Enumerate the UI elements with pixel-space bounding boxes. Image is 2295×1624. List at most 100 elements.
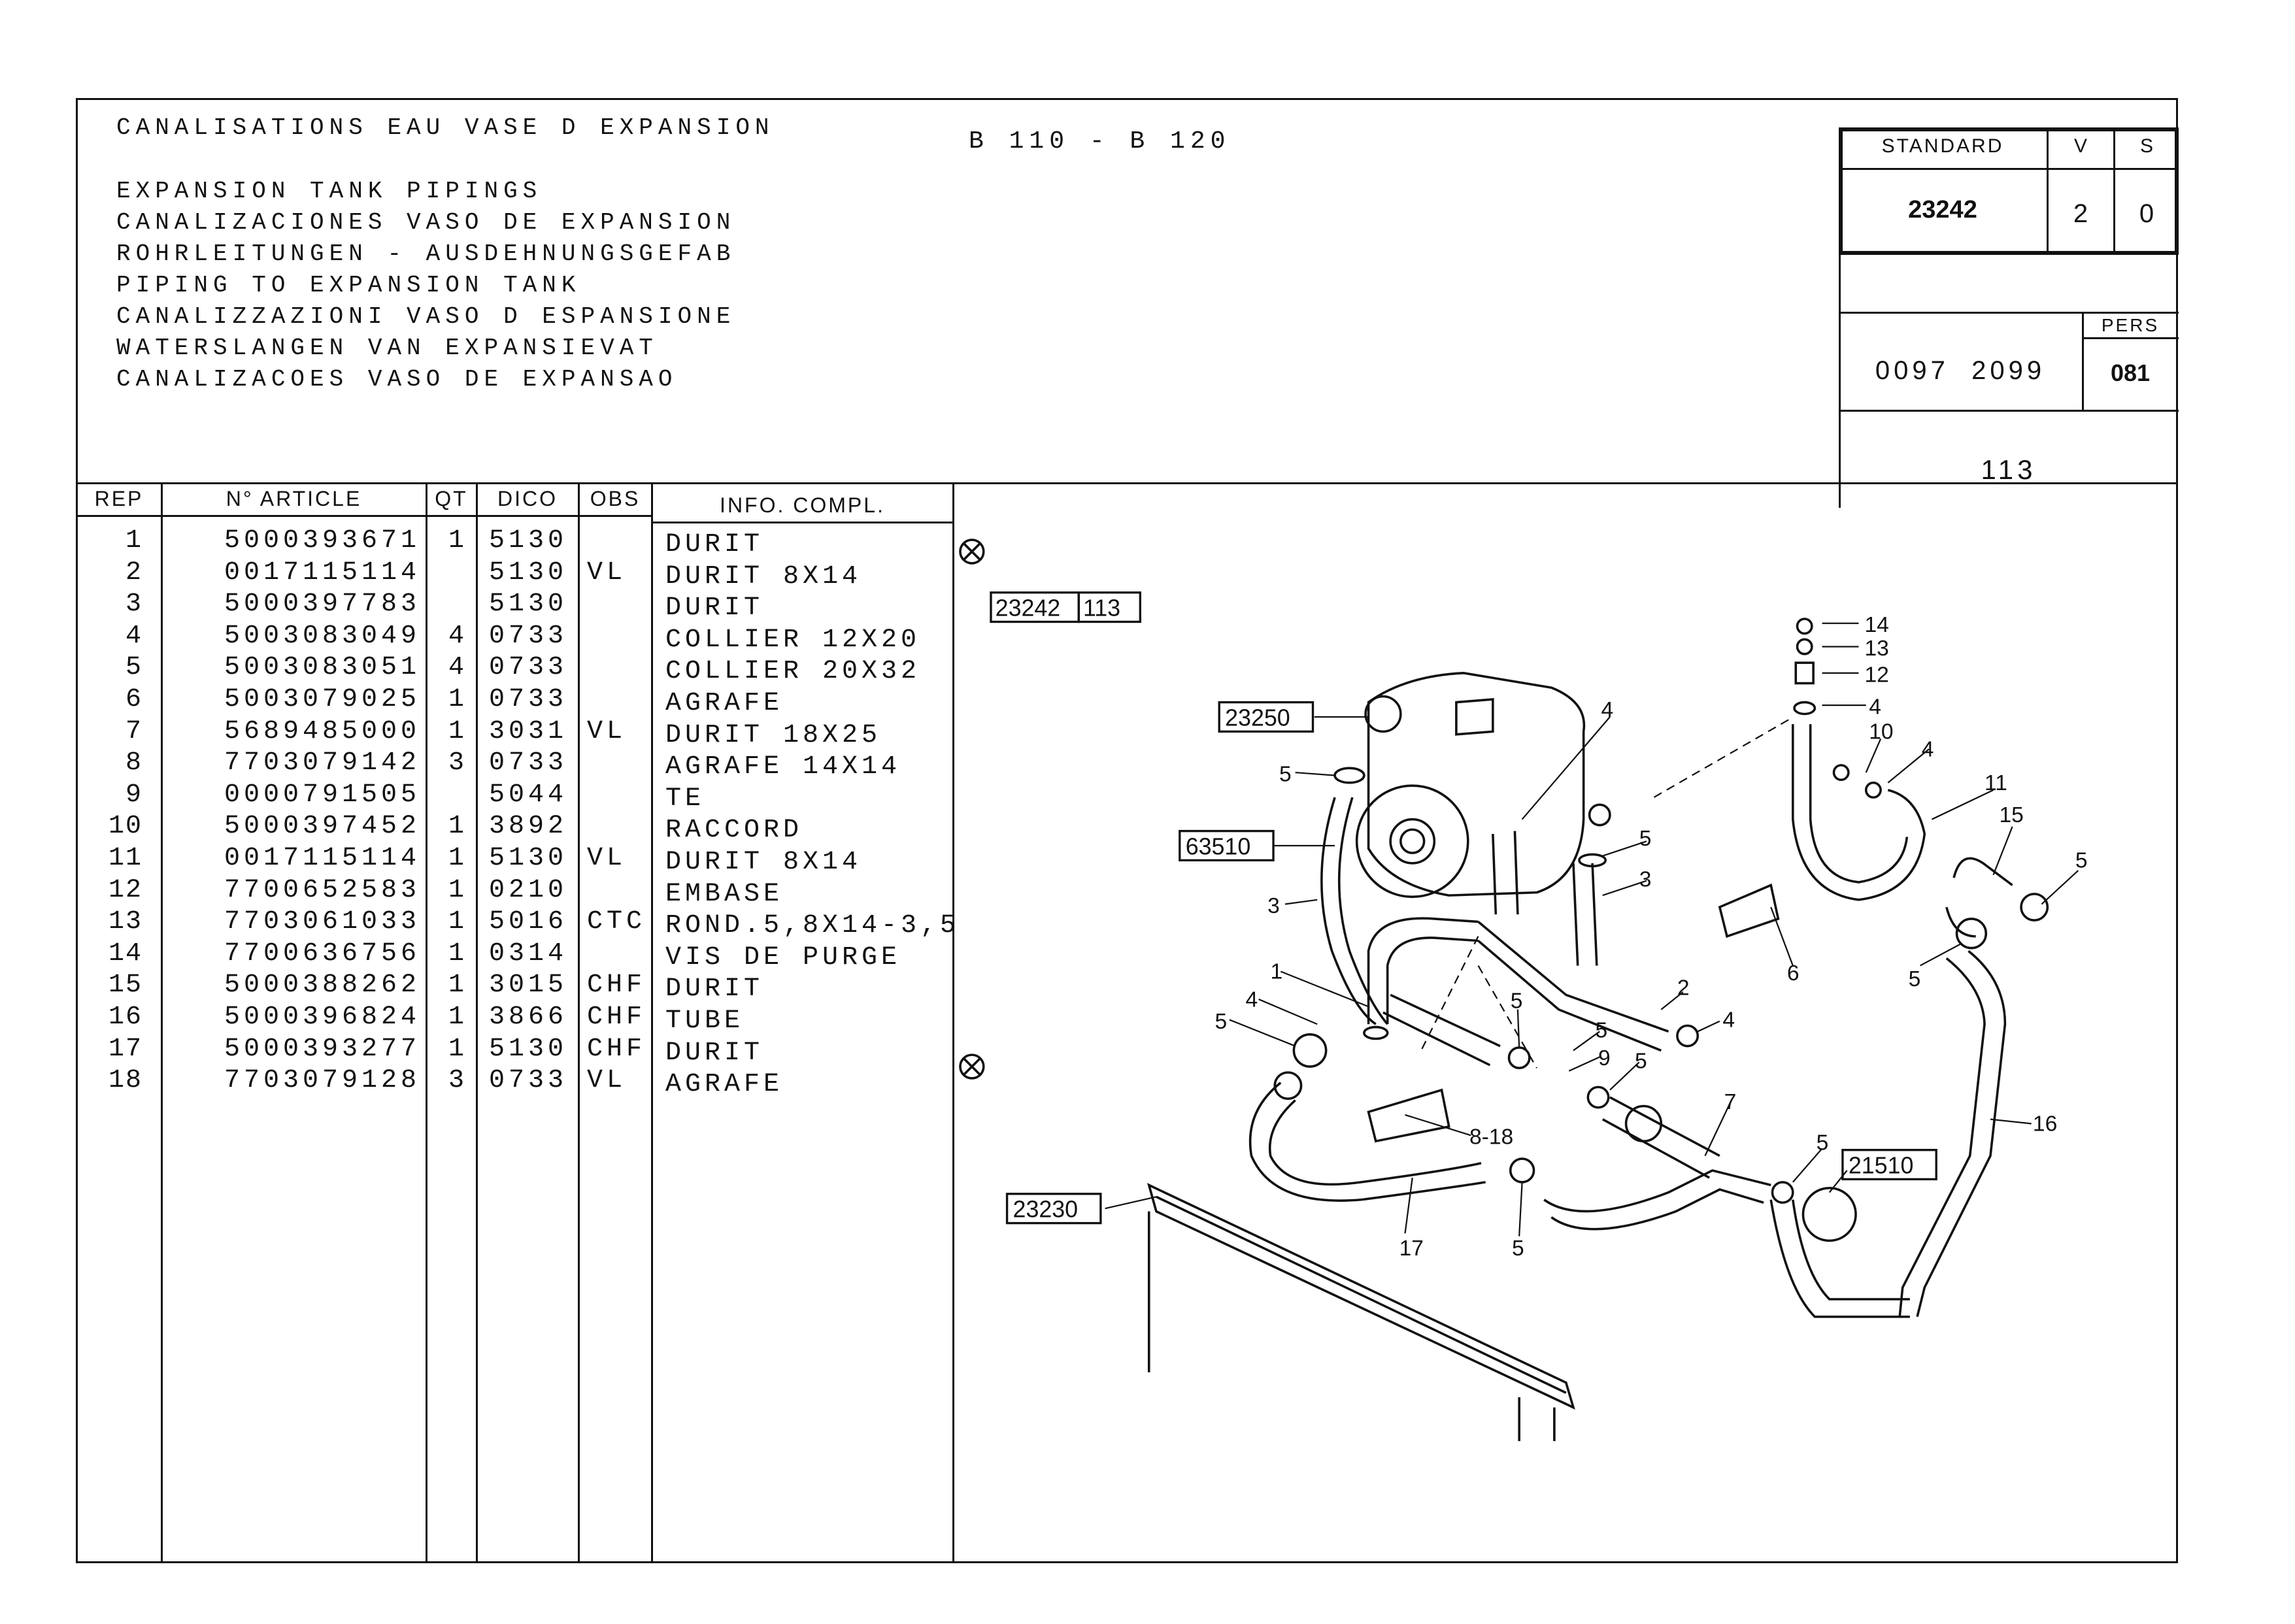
cell-qt: 1 <box>448 812 468 842</box>
title-en: EXPANSION TANK PIPINGS <box>116 178 543 205</box>
cell-info: DURIT <box>665 530 764 559</box>
callout-number: 1 <box>1271 960 1283 984</box>
pers-value: 081 <box>2110 359 2151 386</box>
callout-number: 5 <box>1909 967 1921 991</box>
callout-number: 12 <box>1864 663 1888 687</box>
cell-article: 0000791505 <box>224 780 420 810</box>
cell-rep: 14 <box>108 938 142 969</box>
reference-box <box>1005 1193 1102 1225</box>
cell-obs: VL <box>587 844 627 873</box>
cell-article: 5000397783 <box>224 589 420 620</box>
cell-article: 7703079142 <box>224 748 420 778</box>
callout-number: 16 <box>2033 1112 2057 1136</box>
title-es: CANALIZACIONES VASO DE EXPANSION <box>116 209 736 236</box>
cell-article: 7703079128 <box>224 1066 420 1096</box>
callout-number: 17 <box>1399 1236 1424 1261</box>
cell-qt: 4 <box>448 621 468 651</box>
cell-dico: 0733 <box>489 748 568 778</box>
cell-dico: 5130 <box>489 1034 568 1064</box>
cell-obs: CHF <box>587 970 646 1001</box>
cell-info: DURIT <box>665 974 764 1004</box>
callout-number: 7 <box>1724 1090 1737 1114</box>
cell-rep: 17 <box>108 1034 142 1064</box>
cell-qt: 1 <box>448 1003 468 1032</box>
cell-rep: 3 <box>125 589 142 620</box>
cell-rep: 2 <box>125 557 142 588</box>
cell-dico: 0210 <box>489 875 568 905</box>
cell-article: 5000393671 <box>224 526 420 555</box>
col-header-article: N° ARTICLE <box>226 487 362 510</box>
reference-box <box>1841 1148 1937 1181</box>
callout-number: 14 <box>1864 613 1888 637</box>
cell-info: VIS DE PURGE <box>665 942 901 972</box>
cell-article: 5000388262 <box>224 970 420 1001</box>
cell-article: 0017115114 <box>224 557 420 588</box>
col-header-info: INFO. COMPL. <box>720 493 885 517</box>
cell-article: 7700636756 <box>224 938 420 969</box>
col-header-rep: REP <box>94 487 144 510</box>
cell-qt: 1 <box>448 844 468 873</box>
hose-1 <box>1367 917 1479 1025</box>
cell-dico: 5130 <box>489 844 568 873</box>
cell-info: AGRAFE <box>665 1070 784 1100</box>
cell-article: 5000393277 <box>224 1034 420 1064</box>
title-fr: CANALISATIONS EAU VASE D EXPANSION <box>116 114 775 141</box>
cell-info: DURIT 8X14 <box>665 848 862 877</box>
cell-qt: 1 <box>448 907 468 937</box>
radiator-side <box>1147 1211 1556 1442</box>
cell-rep: 6 <box>125 685 142 714</box>
hose-3 <box>1320 797 1389 1025</box>
standard-label: STANDARD <box>1881 135 2004 157</box>
hose-17 <box>1248 1082 1486 1202</box>
cell-dico: 3866 <box>489 1003 568 1032</box>
cell-article: 5003083049 <box>224 621 420 651</box>
cell-dico: 0733 <box>489 1066 568 1096</box>
cell-info: DURIT <box>665 593 764 623</box>
cell-qt: 1 <box>448 875 468 905</box>
cell-rep: 15 <box>108 970 142 1001</box>
reference-box <box>1218 701 1315 733</box>
reference-box <box>1077 591 1141 623</box>
s-label: S <box>2139 135 2153 157</box>
cell-info: AGRAFE <box>665 689 784 718</box>
cell-info: RACCORD <box>665 816 803 846</box>
cell-info: TUBE <box>665 1006 745 1036</box>
page-ref-label: 113 <box>1083 595 1120 621</box>
v-value: 2 <box>2073 199 2088 228</box>
cell-article: 0017115114 <box>224 844 420 873</box>
title-en2: PIPING TO EXPANSION TANK <box>116 272 581 299</box>
callout-number: 5 <box>1215 1010 1227 1034</box>
radiator-top-rail <box>1147 1183 1575 1410</box>
callout-number: 11 <box>1985 771 2007 795</box>
cell-info: AGRAFE 14X14 <box>665 752 901 782</box>
callout-number: 5 <box>1596 1018 1608 1042</box>
cell-dico: 3015 <box>489 970 568 1001</box>
callout-number: 4 <box>1722 1008 1735 1033</box>
cell-article: 5003079025 <box>224 685 420 714</box>
cell-rep: 5 <box>125 653 142 683</box>
cell-dico: 3892 <box>489 812 568 842</box>
cell-rep: 9 <box>125 780 142 810</box>
callout-number: 3 <box>1267 894 1280 918</box>
document-number: 0097 2099 <box>1875 356 2046 385</box>
hose-7 <box>1543 1169 1771 1231</box>
cell-qt: 1 <box>448 685 468 714</box>
callout-number: 5 <box>2075 849 2088 873</box>
title-pt: CANALIZACOES VASO DE EXPANSAO <box>116 366 678 393</box>
header-divider <box>76 482 2178 484</box>
cell-qt: 1 <box>448 526 468 555</box>
cell-dico: 5044 <box>489 780 568 810</box>
cell-article: 7700652583 <box>224 875 420 905</box>
callout-number: 4 <box>1922 737 1934 761</box>
cell-qt: 4 <box>448 653 468 683</box>
standard-number: 23242 <box>1908 196 1977 224</box>
cell-info: EMBASE <box>665 879 784 909</box>
col-header-obs: OBS <box>590 487 641 510</box>
cell-rep: 13 <box>108 907 142 937</box>
cross-reference-label: 21510 <box>1849 1152 1914 1178</box>
cell-dico: 0314 <box>489 938 568 969</box>
cell-rep: 8 <box>125 748 142 778</box>
page-frame <box>76 98 2178 1563</box>
cell-qt: 3 <box>448 1066 468 1096</box>
callout-number: 6 <box>1787 961 1800 986</box>
